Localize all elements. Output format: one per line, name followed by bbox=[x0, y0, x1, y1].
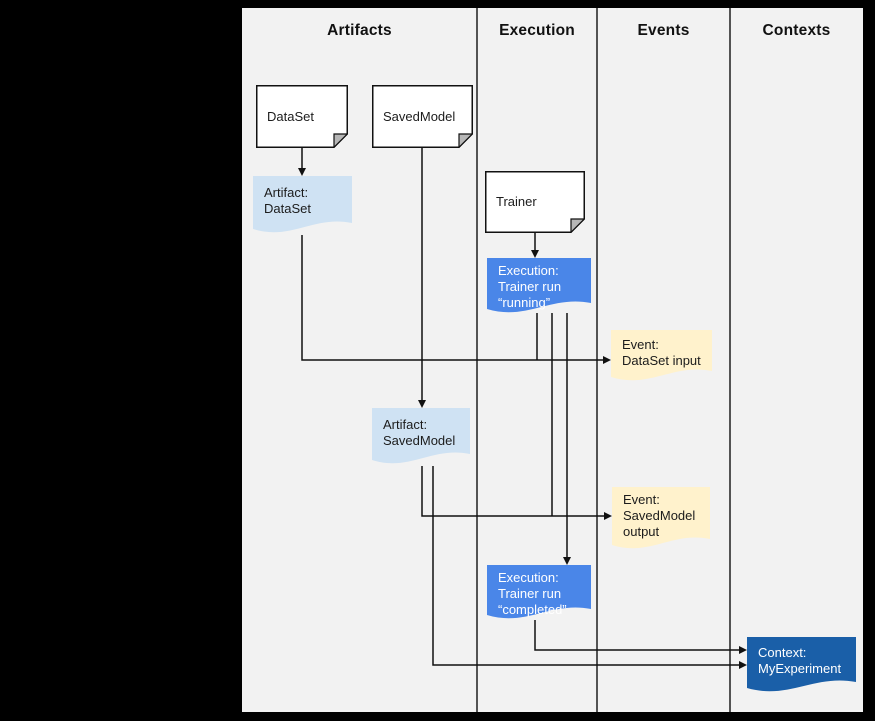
wave-note-shape bbox=[747, 637, 856, 692]
node-label: DataSet bbox=[267, 108, 314, 124]
document-shape bbox=[372, 85, 473, 148]
column-header-execution: Execution bbox=[499, 22, 575, 39]
wave-note-shape bbox=[612, 487, 710, 549]
column-header-events: Events bbox=[637, 22, 690, 39]
mlmd-flow-diagram: Artifacts Execution Events Contexts bbox=[242, 8, 863, 712]
document-shape bbox=[256, 85, 348, 148]
folded-corner bbox=[570, 218, 585, 233]
column-header-contexts: Contexts bbox=[762, 22, 831, 39]
document-shape bbox=[485, 171, 585, 233]
folded-corner bbox=[458, 133, 473, 148]
node-label: DataSet input bbox=[622, 353, 701, 368]
node-label: “running” bbox=[498, 295, 551, 310]
node-label: Event: bbox=[623, 492, 660, 507]
node-savedmodel-artifact-source: SavedModel bbox=[372, 85, 473, 148]
node-context-myexperiment: Context: MyExperiment bbox=[747, 637, 856, 692]
connector-lines bbox=[298, 8, 747, 712]
node-label: MyExperiment bbox=[758, 661, 842, 676]
wave-note-shape bbox=[372, 408, 470, 464]
node-label: SavedModel bbox=[383, 433, 456, 448]
node-label: Execution: bbox=[498, 263, 559, 278]
node-artifact-dataset: Artifact: DataSet bbox=[253, 176, 352, 233]
node-execution-running: Execution: Trainer run “running” bbox=[487, 258, 591, 313]
node-trainer-execution-source: Trainer bbox=[485, 171, 585, 233]
node-label: Trainer run bbox=[498, 586, 562, 601]
wave-note-shape bbox=[487, 565, 591, 619]
node-label: Execution: bbox=[498, 570, 559, 585]
wave-note-shape bbox=[253, 176, 352, 233]
wave-note-shape bbox=[487, 258, 591, 313]
node-label: Context: bbox=[758, 645, 807, 660]
arrowheads bbox=[298, 168, 747, 669]
node-artifact-savedmodel: Artifact: SavedModel bbox=[372, 408, 470, 464]
node-dataset-artifact-source: DataSet bbox=[256, 85, 348, 148]
node-event-savedmodel-output: Event: SavedModel output bbox=[612, 487, 710, 549]
node-label: SavedModel bbox=[623, 508, 696, 523]
node-execution-completed: Execution: Trainer run “completed” bbox=[487, 565, 591, 619]
folded-corner bbox=[333, 133, 348, 148]
node-label: SavedModel bbox=[383, 108, 456, 124]
node-label: Artifact: bbox=[264, 185, 309, 200]
node-label: DataSet bbox=[264, 201, 311, 216]
node-event-dataset-input: Event: DataSet input bbox=[611, 330, 712, 381]
node-label: output bbox=[623, 524, 660, 539]
node-label: Trainer run bbox=[498, 279, 562, 294]
node-label: Event: bbox=[622, 337, 659, 352]
node-label: “completed” bbox=[498, 602, 567, 617]
node-label: Trainer bbox=[496, 194, 537, 209]
wave-note-shape bbox=[611, 330, 712, 381]
node-label: Artifact: bbox=[383, 417, 428, 432]
column-header-artifacts: Artifacts bbox=[327, 22, 392, 39]
